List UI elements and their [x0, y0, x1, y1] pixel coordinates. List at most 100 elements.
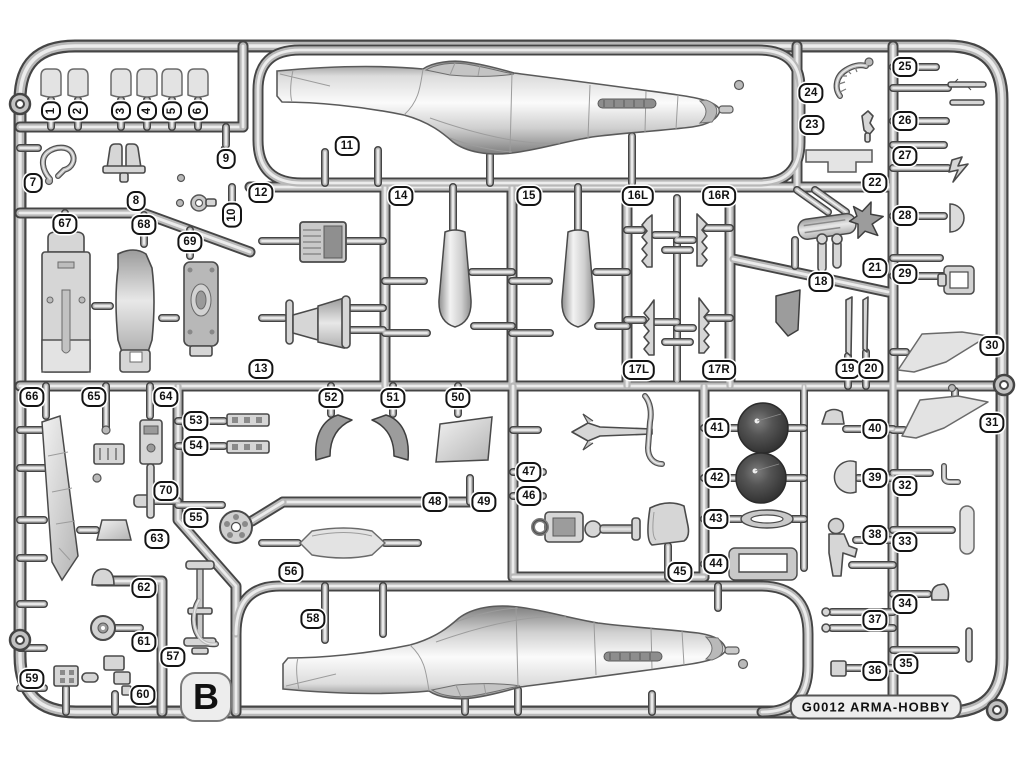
part-label-36: 36 [862, 661, 888, 681]
parts-layer [40, 57, 989, 700]
sprue-frame [13, 39, 1009, 719]
small-rod-parts [947, 78, 987, 106]
part-label-64: 64 [153, 387, 179, 407]
part-label-15: 15 [516, 186, 542, 206]
small-ball-part [737, 658, 749, 670]
part-label-49: 49 [471, 492, 497, 512]
bracket-parts [103, 655, 132, 696]
part-label-41: 41 [704, 418, 730, 438]
part-label-35: 35 [893, 654, 919, 674]
hose-part [833, 57, 874, 99]
grid-box-part [53, 665, 99, 687]
box-part [937, 265, 975, 295]
part-label-61: 61 [131, 632, 157, 652]
part-label-27: 27 [892, 146, 918, 166]
trapezoid-part [96, 519, 132, 541]
fin-part [845, 296, 853, 357]
bolt-part [821, 607, 831, 617]
fin-part [862, 296, 869, 353]
part-label-37: 37 [862, 610, 888, 630]
part-label-28: 28 [892, 206, 918, 226]
canopy-window-parts [40, 68, 209, 98]
mount-plate-part [805, 149, 873, 173]
dagger-part [571, 422, 653, 442]
sprue-stubs [16, 63, 960, 716]
part-label-48: 48 [422, 492, 448, 512]
part-label-22: 22 [862, 173, 888, 193]
part-label-11: 11 [334, 136, 360, 156]
part-label-21: 21 [862, 258, 888, 278]
seat-part [647, 502, 690, 546]
hub-part [219, 510, 253, 544]
bent-rod-part [644, 395, 663, 465]
part-label-56: 56 [278, 562, 304, 582]
part-label-26: 26 [892, 111, 918, 131]
part-label-32: 32 [892, 476, 918, 496]
wheel-part [737, 402, 789, 454]
drop-tank-part [561, 229, 595, 328]
part-label-9: 9 [216, 149, 236, 169]
part-label-57: 57 [160, 647, 186, 667]
part-label-23: 23 [799, 115, 825, 135]
drop-tank-part [438, 229, 472, 328]
fuselage-half-part [276, 60, 734, 155]
cylinder-pins-part [816, 233, 843, 273]
small-wheel-part [90, 615, 116, 641]
part-label-17R: 17R [702, 360, 736, 380]
rail-part [226, 413, 270, 454]
kit-code-badge: G0012 ARMA-HOBBY [789, 694, 963, 720]
part-label-3: 3 [111, 101, 131, 121]
part-label-30: 30 [979, 336, 1005, 356]
part-label-17L: 17L [622, 360, 656, 380]
part-label-62: 62 [131, 578, 157, 598]
curved-pipe-part [193, 599, 217, 645]
fairing-part [299, 527, 386, 559]
rod-part [965, 627, 973, 663]
dome-part [91, 568, 115, 586]
part-label-6: 6 [188, 101, 208, 121]
part-label-34: 34 [892, 594, 918, 614]
part-label-58: 58 [300, 609, 326, 629]
intake-part [102, 143, 146, 183]
ring-part [175, 173, 217, 212]
part-label-66: 66 [19, 387, 45, 407]
exhaust-stack-parts [641, 213, 710, 356]
part-label-1: 1 [41, 101, 61, 121]
part-label-12: 12 [248, 183, 274, 203]
part-label-10: 10 [222, 202, 242, 228]
gun-breech-part [139, 419, 163, 519]
part-label-24: 24 [798, 83, 824, 103]
part-label-70: 70 [153, 481, 179, 501]
part-label-4: 4 [137, 101, 157, 121]
slotted-plate-part [93, 443, 125, 465]
t-handle-part [584, 517, 641, 541]
part-label-46: 46 [516, 486, 542, 506]
sheet-part [435, 416, 493, 463]
windscreen-part [314, 414, 353, 461]
part-label-20: 20 [858, 359, 884, 379]
part-label-60: 60 [130, 685, 156, 705]
part-label-39: 39 [862, 468, 888, 488]
part-label-13: 13 [248, 359, 274, 379]
part-label-42: 42 [704, 468, 730, 488]
oval-ring-part [740, 509, 794, 529]
part-label-14: 14 [388, 186, 414, 206]
part-label-16L: 16L [621, 186, 655, 206]
buckle-part [531, 511, 584, 543]
part-label-31: 31 [979, 413, 1005, 433]
lightning-part [948, 156, 969, 183]
part-label-19: 19 [835, 359, 861, 379]
bulkhead-part [41, 231, 91, 373]
engine-block-part [183, 261, 219, 357]
part-label-7: 7 [23, 173, 43, 193]
part-label-68: 68 [131, 215, 157, 235]
cowl-side-part [115, 249, 155, 373]
bell-part [930, 583, 950, 601]
part-label-55: 55 [183, 508, 209, 528]
wire-loop-part [40, 144, 77, 186]
part-label-16R: 16R [702, 186, 736, 206]
part-label-54: 54 [183, 436, 209, 456]
part-label-29: 29 [892, 264, 918, 284]
part-label-47: 47 [516, 462, 542, 482]
half-disc-part [833, 460, 857, 494]
